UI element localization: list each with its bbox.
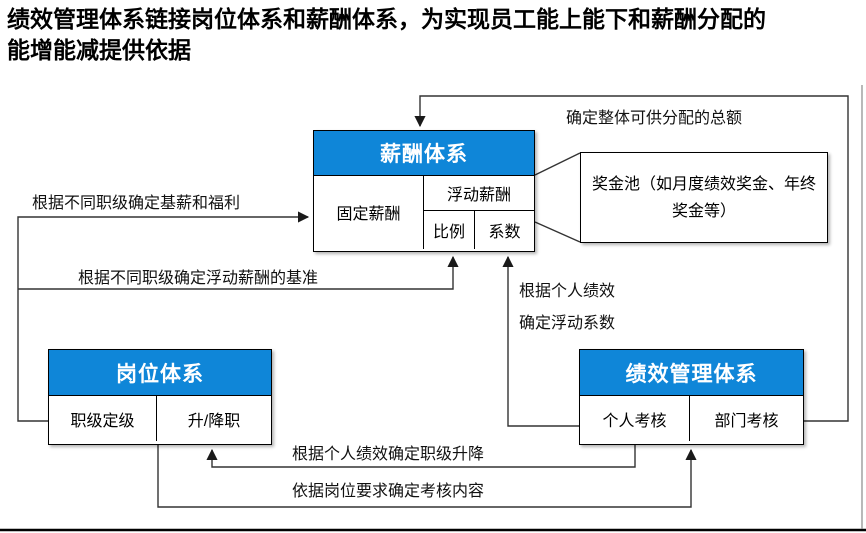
department-assessment-cell: 部门考核 [690,396,803,441]
floating-salary-cell: 浮动薪酬 [424,176,534,211]
position-system-header: 岗位体系 [49,350,271,396]
position-system-box: 岗位体系 职级定级 升/降职 [48,349,272,445]
fixed-salary-cell: 固定薪酬 [314,176,424,249]
label-floating-coefficient: 确定浮动系数 [519,315,616,332]
ratio-cell: 比例 [424,211,475,249]
performance-system-box: 绩效管理体系 个人考核 部门考核 [579,349,804,445]
connector-total-pool [414,95,849,422]
bonus-callout-line-bottom [534,221,581,243]
slide-title: 绩效管理体系链接岗位体系和薪酬体系，为实现员工能上能下和薪酬分配的 能增能减提供… [7,4,819,66]
bonus-pool-box: 奖金池（如月度绩效奖金、年终奖金等） [580,152,828,243]
performance-system-body: 个人考核 部门考核 [580,396,803,441]
compensation-right-column: 浮动薪酬 比例 系数 [424,176,534,249]
promotion-demotion-cell: 升/降职 [157,396,271,441]
compensation-right-bottom: 比例 系数 [424,211,534,249]
performance-system-header: 绩效管理体系 [580,350,803,396]
position-system-body: 职级定级 升/降职 [49,396,271,441]
compensation-system-body: 固定薪酬 浮动薪酬 比例 系数 [314,176,534,249]
bonus-callout-line-top [534,152,581,176]
label-floating-baseline: 根据不同职级确定浮动薪酬的基准 [78,270,319,287]
label-rank-promotion: 根据个人绩效确定职级升降 [292,446,485,463]
connector-base-salary [17,211,310,422]
label-assessment-content: 依据岗位要求确定考核内容 [292,483,485,500]
rank-grading-cell: 职级定级 [49,396,157,441]
connector-floating-coefficient [502,255,579,427]
label-total-distributable: 确定整体可供分配的总额 [566,110,743,127]
compensation-system-box: 薪酬体系 固定薪酬 浮动薪酬 比例 系数 [313,130,535,252]
connector-rank-up-down [206,445,636,468]
compensation-system-header: 薪酬体系 [314,131,534,176]
label-personal-performance: 根据个人绩效 [519,283,616,300]
label-base-salary-benefits: 根据不同职级确定基薪和福利 [32,195,241,212]
coefficient-cell: 系数 [475,211,534,249]
individual-assessment-cell: 个人考核 [580,396,690,441]
slide-title-line-2: 能增能减提供依据 [7,37,191,63]
connector-assessment-content [157,445,697,508]
slide-title-line-1: 绩效管理体系链接岗位体系和薪酬体系，为实现员工能上能下和薪酬分配的 [7,6,766,32]
connector-floating-baseline [18,255,459,290]
